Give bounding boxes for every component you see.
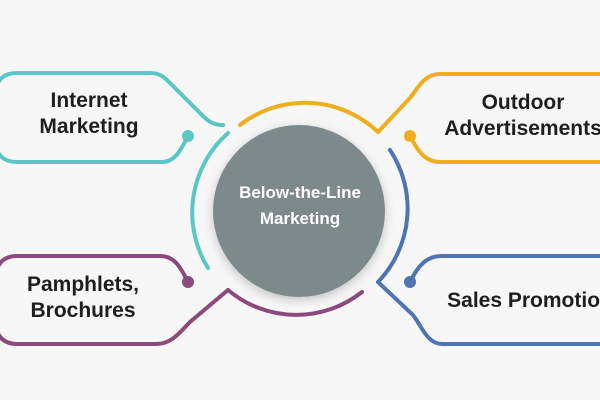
pamphlets-brochures-connector-dot [182, 276, 194, 288]
sales-promotion-connector-dot [404, 276, 416, 288]
sales-promotion-node [376, 148, 600, 346]
internet-marketing-node [0, 71, 230, 270]
internet-marketing-label-line2: Marketing [39, 115, 139, 139]
outdoor-advertisements-frame [376, 72, 600, 134]
sales-promotion-label-line1: Sales Promotion [447, 289, 600, 312]
internet-marketing-arc [190, 131, 230, 270]
outdoor-advertisements-label-line2: Advertisements [444, 117, 600, 141]
center-title-line1: Below-the-Line [239, 183, 361, 202]
pamphlets-brochures-node [0, 254, 364, 346]
pamphlets-brochures-label-line2: Brochures [30, 299, 136, 323]
outdoor-advertisements-label-line1: Outdoor [481, 91, 565, 114]
outdoor-advertisements-node [238, 72, 600, 164]
pamphlets-brochures-arc [226, 288, 364, 317]
sales-promotion-frame-upper [408, 254, 600, 284]
pamphlets-brochures-label: Pamphlets, Brochures [8, 272, 158, 325]
internet-marketing-connector-dot [182, 130, 194, 142]
center-title-line2: Marketing [259, 209, 341, 229]
internet-marketing-label: Internet Marketing [14, 88, 164, 141]
sales-promotion-arc [376, 148, 410, 284]
pamphlets-brochures-label-line1: Pamphlets, [26, 273, 140, 296]
internet-marketing-frame [15, 71, 225, 127]
sales-promotion-frame [376, 280, 600, 346]
pamphlets-brochures-frame [0, 254, 230, 346]
center-circle [213, 125, 385, 297]
internet-marketing-label-line1: Internet [50, 89, 128, 112]
internet-marketing-frame-lower [0, 71, 190, 164]
outdoor-advertisements-connector-dot [404, 130, 416, 142]
outdoor-advertisements-arc [238, 100, 380, 134]
sales-promotion-label: Sales Promotion [430, 288, 600, 314]
center-title: Below-the-Line Marketing [210, 180, 390, 233]
outdoor-advertisements-label: Outdoor Advertisements [438, 90, 600, 143]
